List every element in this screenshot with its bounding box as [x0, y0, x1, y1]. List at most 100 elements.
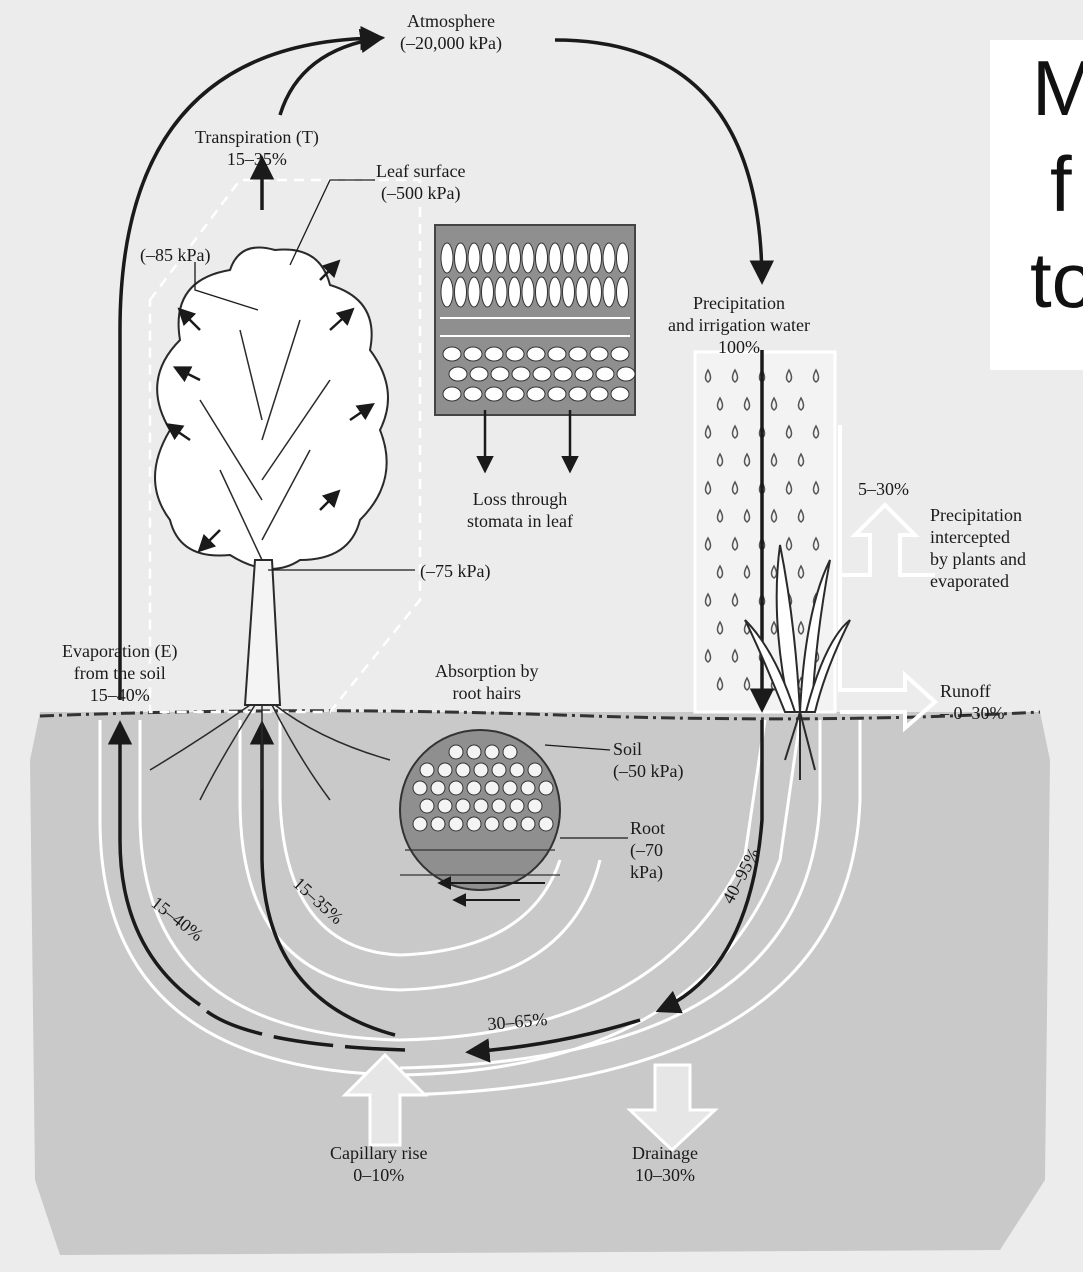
soil-particle — [528, 799, 542, 813]
palisade-cell — [536, 277, 548, 307]
spongy-cell — [611, 387, 629, 401]
soil-particle — [474, 763, 488, 777]
soil-label: Soil(–50 kPa) — [613, 738, 684, 782]
palisade-cell — [441, 243, 453, 273]
spongy-cell — [548, 347, 566, 361]
spongy-cell — [470, 367, 488, 381]
spongy-cell — [611, 347, 629, 361]
spongy-cell — [527, 347, 545, 361]
spongy-cell — [464, 347, 482, 361]
spongy-cell — [617, 367, 635, 381]
soil-particle — [528, 763, 542, 777]
palisade-cell — [455, 243, 467, 273]
spongy-cell — [506, 387, 524, 401]
overlay-line-3: to — [990, 232, 1083, 328]
palisade-cell — [495, 243, 507, 273]
soil-particle — [438, 799, 452, 813]
palisade-cell — [536, 243, 548, 273]
spongy-cell — [590, 347, 608, 361]
trunk-kpa-label: (–75 kPa) — [420, 560, 491, 582]
soil-particle — [474, 799, 488, 813]
palisade-cell — [455, 277, 467, 307]
slide-text-overlay: M f to — [990, 40, 1083, 370]
spongy-cell — [548, 387, 566, 401]
palisade-cell — [482, 277, 494, 307]
soil-particle — [413, 817, 427, 831]
intercepted-arrow — [840, 505, 935, 575]
spongy-cell — [449, 367, 467, 381]
soil-particle — [467, 817, 481, 831]
soil-particle — [413, 781, 427, 795]
palisade-cell — [617, 243, 629, 273]
soil-particle — [456, 799, 470, 813]
spongy-cell — [554, 367, 572, 381]
palisade-cell — [482, 243, 494, 273]
spongy-cell — [512, 367, 530, 381]
palisade-cell — [603, 277, 615, 307]
spongy-cell — [575, 367, 593, 381]
precipitation-label: Precipitationand irrigation water100% — [668, 292, 810, 358]
tree-top-kpa-label: (–85 kPa) — [140, 244, 211, 266]
palisade-cell — [563, 243, 575, 273]
atmosphere-label: Atmosphere(–20,000 kPa) — [400, 10, 502, 54]
palisade-cell — [522, 277, 534, 307]
palisade-cell — [563, 277, 575, 307]
soil-particle — [503, 817, 517, 831]
palisade-cell — [576, 243, 588, 273]
palisade-cell — [549, 277, 561, 307]
spongy-cell — [464, 387, 482, 401]
intercepted-label: Precipitationinterceptedby plants andeva… — [930, 504, 1026, 592]
soil-particle — [503, 781, 517, 795]
palisade-cell — [603, 243, 615, 273]
palisade-cell — [549, 243, 561, 273]
palisade-cell — [617, 277, 629, 307]
spongy-cell — [443, 347, 461, 361]
spongy-cell — [485, 387, 503, 401]
soil-particle — [510, 799, 524, 813]
soil-particle — [438, 763, 452, 777]
runoff-label: Runoff– 0–30% — [940, 680, 1005, 724]
spongy-cell — [533, 367, 551, 381]
palisade-cell — [590, 243, 602, 273]
soil-particle — [420, 799, 434, 813]
soil-particle — [467, 745, 481, 759]
soil-particle — [420, 763, 434, 777]
palisade-cell — [441, 277, 453, 307]
soil-particle — [431, 817, 445, 831]
soil-particle — [485, 817, 499, 831]
soil-particle — [492, 763, 506, 777]
spongy-cell — [491, 367, 509, 381]
spongy-cell — [527, 387, 545, 401]
soil-particle — [485, 745, 499, 759]
spongy-cell — [506, 347, 524, 361]
soil-particle — [492, 799, 506, 813]
palisade-cell — [495, 277, 507, 307]
overlay-line-1: M — [990, 40, 1083, 136]
soil-particle — [467, 781, 481, 795]
palisade-cell — [468, 243, 480, 273]
palisade-cell — [522, 243, 534, 273]
soil-particle — [485, 781, 499, 795]
loss-through-stomata-label: Loss throughstomata in leaf — [467, 488, 573, 532]
palisade-cell — [509, 277, 521, 307]
spongy-cell — [596, 367, 614, 381]
soil-particle — [449, 817, 463, 831]
soil-particle — [539, 817, 553, 831]
spongy-cell — [443, 387, 461, 401]
transpiration-label: Transpiration (T)15–35% — [195, 126, 319, 170]
spongy-cell — [569, 387, 587, 401]
overlay-line-2: f — [990, 136, 1083, 232]
soil-particle — [456, 763, 470, 777]
spongy-cell — [590, 387, 608, 401]
soil-particle — [521, 817, 535, 831]
leaf-inset — [435, 225, 635, 470]
spongy-cell — [569, 347, 587, 361]
leaf-surface-label: Leaf surface(–500 kPa) — [376, 160, 465, 204]
spongy-cell — [485, 347, 503, 361]
